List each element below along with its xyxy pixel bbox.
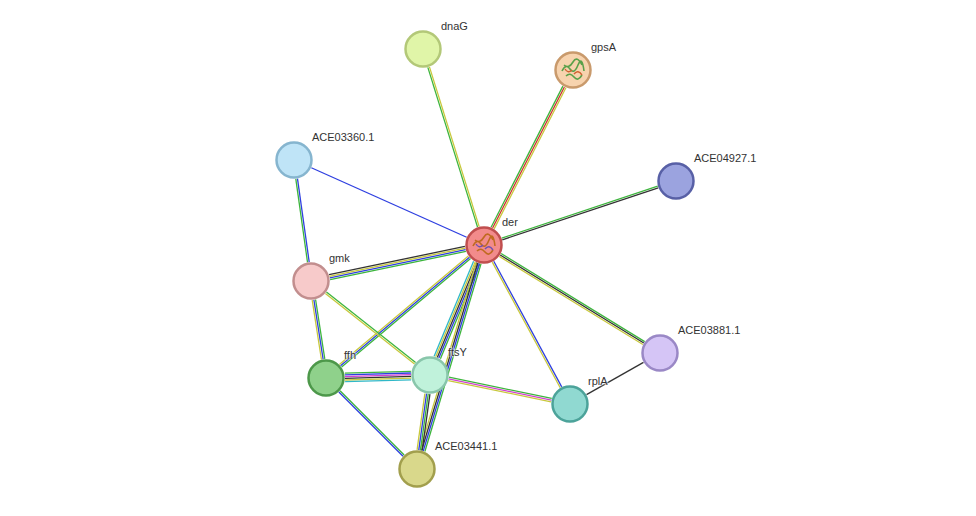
interaction-edge <box>345 371 411 381</box>
protein-node <box>551 385 589 423</box>
interaction-edge <box>311 168 466 237</box>
protein-node <box>554 51 592 89</box>
evidence-line <box>429 67 479 227</box>
interaction-edge <box>499 253 644 344</box>
node-label: ftsY <box>448 346 467 358</box>
evidence-line <box>419 394 427 450</box>
evidence-line <box>440 264 479 359</box>
evidence-line <box>491 86 563 227</box>
node-label: ACE04927.1 <box>694 152 756 164</box>
evidence-line <box>330 250 466 278</box>
node-circle <box>404 30 442 68</box>
evidence-line <box>420 262 476 450</box>
node-label: der <box>502 216 518 228</box>
interaction-edge <box>448 377 551 402</box>
evidence-line <box>329 248 465 276</box>
protein-node <box>307 359 345 397</box>
node-circle <box>307 359 345 397</box>
node-circle <box>551 385 589 423</box>
evidence-line <box>492 262 560 388</box>
evidence-line <box>501 253 645 341</box>
evidence-line <box>342 259 471 368</box>
interaction-edge <box>492 261 561 387</box>
evidence-line <box>329 246 465 274</box>
evidence-line <box>499 256 643 344</box>
protein-node <box>465 226 503 264</box>
evidence-line <box>296 179 308 262</box>
node-circle <box>411 356 449 394</box>
interaction-edge <box>325 292 415 364</box>
node-circle <box>398 450 436 488</box>
evidence-line <box>500 255 644 343</box>
evidence-line <box>417 393 425 449</box>
evidence-line <box>312 300 321 359</box>
interaction-edge <box>491 86 566 229</box>
interaction-edge <box>417 393 430 450</box>
interaction-edge <box>296 179 309 263</box>
evidence-line <box>439 263 478 358</box>
node-label: ACE03881.1 <box>678 324 740 336</box>
evidence-line <box>493 87 565 228</box>
node-label: ACE03360.1 <box>312 131 374 143</box>
node-circle <box>292 262 330 300</box>
interaction-edge <box>312 300 325 360</box>
evidence-line <box>311 168 466 237</box>
evidence-line <box>326 292 415 362</box>
node-label: ffh <box>344 349 356 361</box>
node-circle <box>465 226 503 264</box>
evidence-line <box>297 179 309 262</box>
evidence-line <box>339 256 468 365</box>
evidence-line <box>345 380 411 382</box>
node-label: gmk <box>329 252 350 264</box>
node-label: gpsA <box>591 41 616 53</box>
evidence-line <box>502 186 658 238</box>
evidence-line <box>314 300 323 359</box>
evidence-line <box>428 67 478 227</box>
node-circle <box>641 334 679 372</box>
node-label: ACE03441.1 <box>435 440 497 452</box>
protein-node <box>641 334 679 372</box>
evidence-line <box>494 88 566 229</box>
interaction-edge <box>587 362 644 394</box>
protein-node <box>411 356 449 394</box>
interaction-edge <box>339 256 470 367</box>
node-label: dnaG <box>441 20 468 32</box>
node-label: rplA <box>588 375 608 387</box>
evidence-line <box>325 293 414 363</box>
evidence-line <box>449 377 552 398</box>
evidence-line <box>341 257 470 366</box>
evidence-line <box>339 392 403 456</box>
interaction-edge <box>502 186 658 240</box>
evidence-line <box>340 391 404 455</box>
protein-node <box>398 450 436 488</box>
evidence-line <box>449 379 552 400</box>
interaction-edge <box>428 67 479 227</box>
node-circle <box>554 51 592 89</box>
evidence-line <box>502 188 658 240</box>
interaction-edge <box>339 391 404 456</box>
evidence-line <box>420 394 428 450</box>
protein-node <box>404 30 442 68</box>
node-circle <box>657 162 695 200</box>
protein-node <box>657 162 695 200</box>
evidence-line <box>494 261 562 387</box>
protein-node <box>292 262 330 300</box>
evidence-line <box>587 362 644 394</box>
node-circle <box>275 141 313 179</box>
protein-node <box>275 141 313 179</box>
evidence-line <box>448 381 551 402</box>
